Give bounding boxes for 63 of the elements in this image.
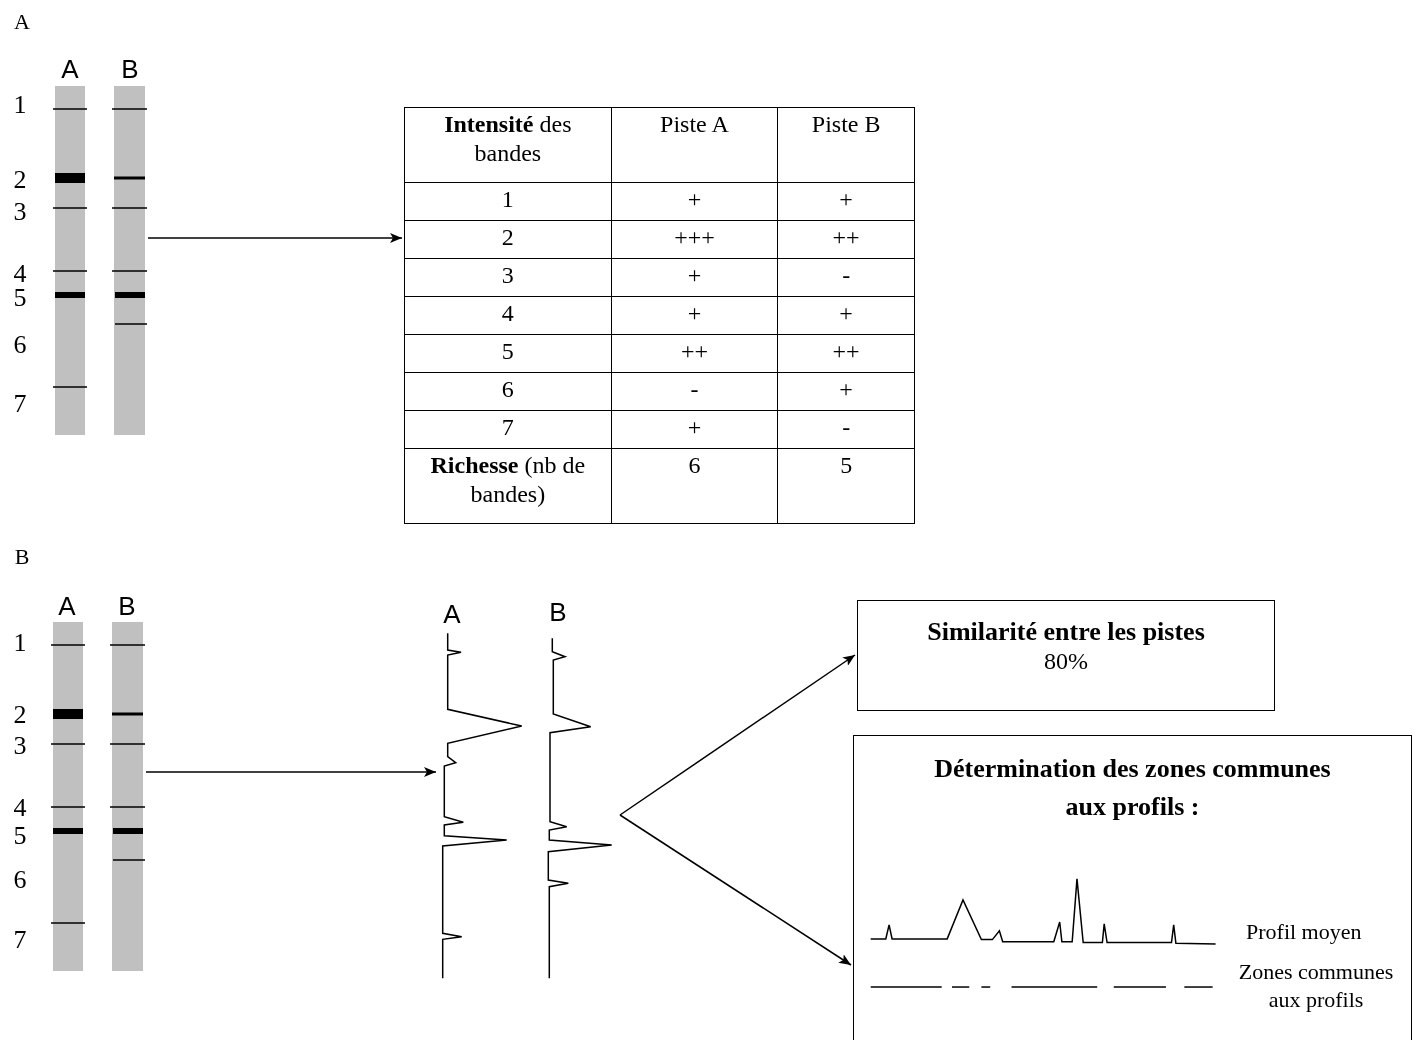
band-number: 1 — [13, 92, 27, 118]
table-cell: + — [777, 182, 915, 221]
table-cell: 2 — [404, 220, 612, 259]
table-cell: 5 — [777, 448, 915, 524]
arrow — [619, 814, 852, 966]
table-cell: - — [611, 372, 778, 411]
band-number: 4 — [13, 795, 27, 821]
trace-letter: A — [443, 601, 461, 627]
table-cell: 7 — [404, 410, 612, 449]
panel-letter: B — [14, 546, 30, 568]
similarity-value: 80% — [1044, 647, 1088, 675]
arrow — [145, 767, 437, 777]
panel-title: Détermination des zones communes aux profils : — [933, 753, 1332, 823]
gel-drawing — [50, 622, 146, 971]
band-number: 1 — [13, 630, 27, 656]
band-number: 2 — [13, 702, 27, 728]
table-cell: ++ — [777, 220, 915, 259]
band-number: 4 — [13, 261, 27, 287]
lane-letter: A — [61, 56, 79, 82]
table-cell: 1 — [404, 182, 612, 221]
table-cell: ++ — [611, 334, 778, 373]
table-cell: + — [777, 372, 915, 411]
band-number: 3 — [13, 733, 27, 759]
table-cell: 5 — [404, 334, 612, 373]
table-cell: + — [611, 410, 778, 449]
trace-letter: B — [549, 599, 567, 625]
table-cell: + — [777, 296, 915, 335]
result-panel — [853, 735, 1412, 1040]
table-cell: 4 — [404, 296, 612, 335]
legend-text: Zones communes aux profils — [1237, 958, 1395, 1014]
table-cell: + — [611, 258, 778, 297]
lane-letter: B — [121, 56, 139, 82]
box-title: Similarité entre les pistes — [927, 617, 1205, 647]
band-number: 6 — [13, 332, 27, 358]
table-cell: +++ — [611, 220, 778, 259]
table-cell: - — [777, 258, 915, 297]
table-cell: 6 — [404, 372, 612, 411]
table-cell: - — [777, 410, 915, 449]
panel-letter: A — [14, 11, 30, 33]
band-number: 6 — [13, 867, 27, 893]
band-number: 5 — [13, 285, 27, 311]
table-cell: Piste A — [611, 107, 778, 183]
table-cell: Piste B — [777, 107, 915, 183]
band-number: 5 — [13, 823, 27, 849]
table-cell: 6 — [611, 448, 778, 524]
table-cell: + — [611, 182, 778, 221]
gel-drawing — [52, 86, 148, 435]
lane-letter: B — [118, 593, 136, 619]
table-cell: ++ — [777, 334, 915, 373]
legend-text: Profil moyen — [1246, 919, 1362, 945]
band-number: 7 — [13, 927, 27, 953]
band-number: 7 — [13, 391, 27, 417]
table-cell: Richesse (nb de bandes) — [404, 448, 612, 524]
lane-letter: A — [58, 593, 76, 619]
table-cell: 3 — [404, 258, 612, 297]
table-cell: Intensité des bandes — [404, 107, 612, 183]
band-number: 2 — [13, 167, 27, 193]
arrow — [147, 233, 403, 243]
band-number: 3 — [13, 199, 27, 225]
result-box — [857, 600, 1275, 711]
arrow — [619, 654, 856, 816]
table-cell: + — [611, 296, 778, 335]
data-table — [404, 107, 915, 524]
